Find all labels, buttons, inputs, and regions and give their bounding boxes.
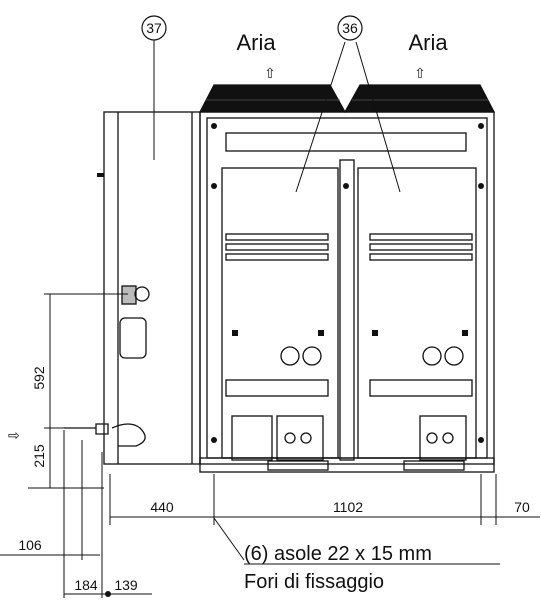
air-label-right: Aria [408,30,448,55]
dim-139: 139 [114,577,138,593]
dim-592: 592 [31,366,47,390]
note-fixing-holes: Fori di fissaggio [244,571,384,593]
side-panel [97,111,201,465]
dim-1102: 1102 [333,499,363,515]
air-arrow-left-icon: ⇧ [264,65,276,81]
inlet-arrow-icon: ⇨ [8,427,20,443]
main-body [199,111,495,473]
dim-70: 70 [514,499,530,515]
callout-36: 36 [337,15,363,41]
dim-106: 106 [18,537,42,553]
callout-37: 37 [141,15,167,41]
air-label-left: Aria [236,30,276,55]
screws [211,123,484,443]
dimension-lines [0,40,540,598]
dim-440: 440 [150,499,174,515]
callout-36-text: 36 [342,20,358,36]
pipe-connections [64,285,150,447]
air-arrow-right-icon: ⇧ [414,65,426,81]
note-slots: (6) asole 22 x 15 mm [244,543,432,565]
dim-184: 184 [74,577,98,593]
dim-215: 215 [31,444,47,468]
fan-grille-right [343,84,496,113]
callout-37-text: 37 [146,20,162,36]
